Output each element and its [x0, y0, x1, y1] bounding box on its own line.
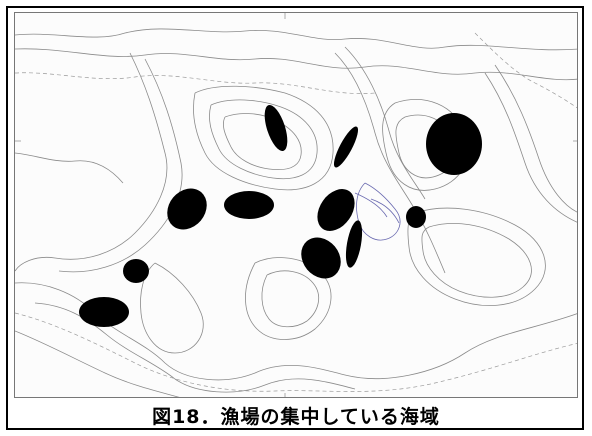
fishing-ground-8 — [345, 220, 363, 268]
map-svg — [15, 13, 577, 397]
fishing-ground-5 — [224, 191, 274, 219]
contour-lines-dashed — [15, 32, 577, 392]
bathymetric-map — [14, 12, 578, 398]
fishing-ground-11 — [79, 297, 129, 327]
fishing-ground-1 — [264, 105, 288, 151]
figure-caption: 図18．漁場の集中している海域 — [152, 406, 440, 428]
fishing-ground-9 — [301, 237, 341, 279]
fishing-ground-3 — [426, 113, 482, 175]
fishing-ground-4 — [167, 188, 207, 230]
fishing-ground-10 — [123, 259, 149, 283]
fishing-ground-2 — [333, 126, 359, 168]
fishing-ground-7 — [406, 206, 426, 228]
contour-lines — [15, 28, 577, 397]
fishing-ground-6 — [317, 189, 355, 231]
fishing-grounds — [79, 105, 482, 327]
grid-ticks — [15, 13, 577, 397]
